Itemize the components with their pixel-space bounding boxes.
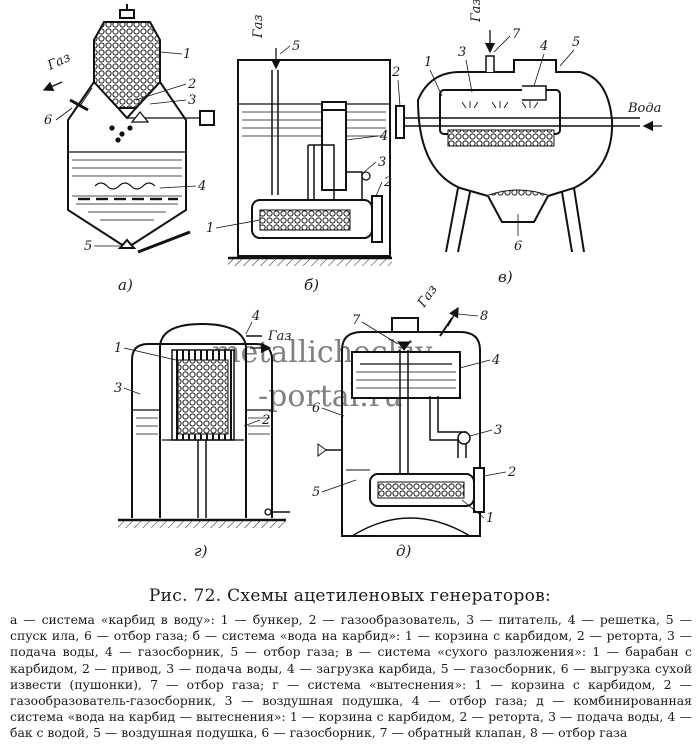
diagram-a-gas-label: Газ	[44, 50, 73, 74]
diagram-v-label-5: 5	[572, 35, 580, 50]
figure-legend-text: а — система «карбид в воду»: 1 — бункер,…	[10, 612, 692, 741]
diagram-v-gas-label: Газ	[469, 0, 484, 23]
diagram-a-label-1: 1	[183, 47, 191, 62]
diagram-d-combined	[317, 317, 485, 537]
diagram-a-label-5: 5	[84, 239, 92, 254]
diagram-v-label-1: 1	[424, 55, 432, 70]
diagram-b-labels: Газ 1 2 3 4 5 б)	[206, 15, 392, 294]
diagram-g-gas-label: Газ	[267, 329, 291, 344]
diagram-d-caption: д)	[396, 542, 412, 560]
diagram-g-label-4: 4	[251, 309, 260, 324]
diagram-v-label-2: 2	[391, 65, 400, 80]
diagram-b-label-2: 2	[383, 175, 392, 190]
diagram-v-label-4: 4	[539, 39, 548, 54]
diagram-g-caption: г)	[194, 542, 208, 560]
diagram-v-water-label: Вода	[627, 101, 661, 116]
diagram-v-labels: Газ Вода 1 2 3 4 5 6 7 в)	[391, 0, 662, 286]
diagram-d-gas-arrow	[447, 306, 459, 327]
diagram-b-gas-label: Газ	[251, 15, 266, 39]
diagram-v-label-6: 6	[514, 239, 522, 254]
diagram-b-label-4: 4	[379, 129, 388, 144]
diagram-d-label-2: 2	[507, 465, 516, 480]
diagram-g-label-2: 2	[261, 413, 270, 428]
diagram-g-labels: Газ 1 2 3 4 г)	[114, 309, 291, 560]
diagram-a-label-6: 6	[44, 113, 52, 128]
diagram-d-label-8: 8	[480, 309, 488, 324]
diagram-v-caption: в)	[498, 268, 513, 286]
diagram-a-label-2: 2	[187, 77, 196, 92]
diagram-g-label-3: 3	[114, 381, 122, 396]
diagram-d-label-4: 4	[491, 353, 500, 368]
diagram-v-label-7: 7	[512, 27, 521, 42]
diagram-d-label-3: 3	[494, 423, 502, 438]
diagram-b-label-3: 3	[378, 155, 386, 170]
diagram-g-displacement	[118, 322, 290, 528]
diagram-b-caption: б)	[304, 276, 319, 294]
diagram-d-gas-label: Газ	[414, 282, 440, 311]
diagram-v-label-3: 3	[458, 45, 466, 60]
diagram-d-label-5: 5	[312, 485, 320, 500]
diagram-a-gas-arrow	[42, 81, 63, 92]
diagram-d-label-7: 7	[352, 313, 361, 328]
generator-diagrams: metallicheckiy -portal.ru	[42, 0, 662, 560]
diagram-b-label-5: 5	[292, 39, 300, 54]
figure-caption-title: Рис. 72. Схемы ацетиленовых генераторов:	[148, 586, 552, 606]
diagram-v-dry-decomposition	[395, 55, 640, 253]
diagram-a-caption: а)	[118, 276, 133, 294]
diagram-b-label-1: 1	[206, 221, 214, 236]
diagram-a-carbide-to-water	[67, 4, 215, 254]
diagram-d-label-1: 1	[486, 511, 494, 526]
diagram-b-water-to-carbide	[228, 59, 392, 266]
diagram-a-label-3: 3	[188, 93, 196, 108]
figure-legend: а — система «карбид в воду»: 1 — бункер,…	[10, 612, 692, 742]
diagram-a-label-4: 4	[197, 179, 206, 194]
diagram-g-label-1: 1	[114, 341, 122, 356]
diagram-d-label-6: 6	[312, 401, 320, 416]
